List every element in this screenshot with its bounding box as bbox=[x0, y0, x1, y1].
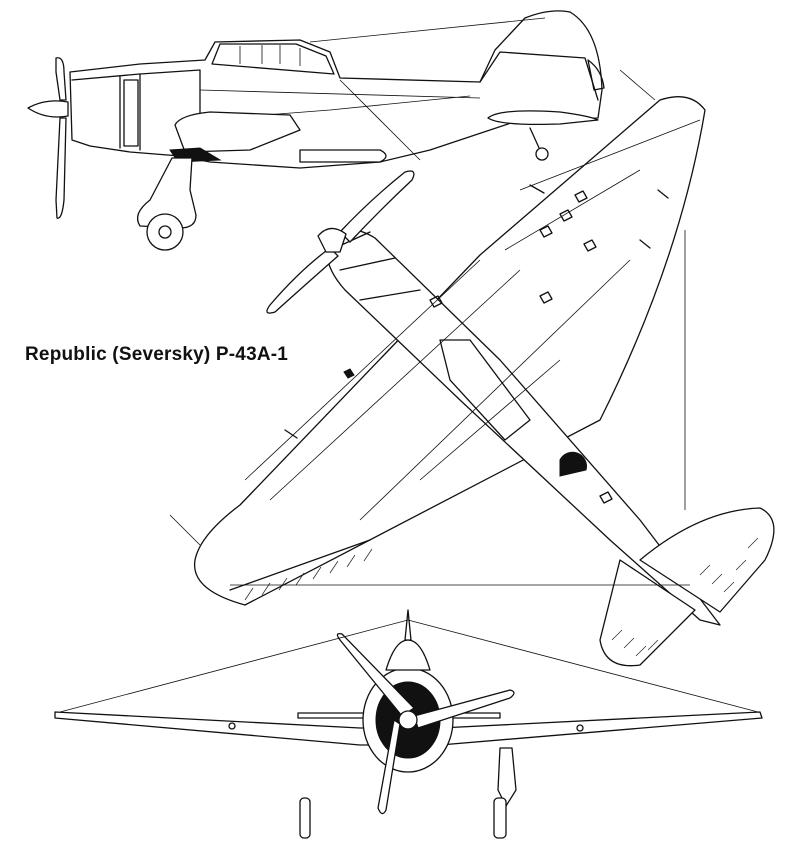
side-fuselage bbox=[69, 10, 603, 169]
side-main-wheel bbox=[146, 213, 184, 251]
side-tail-wheel bbox=[535, 147, 549, 161]
side-prop-blade-lower bbox=[55, 117, 67, 219]
front-left-wheel bbox=[299, 797, 311, 839]
plan-elevator-hatching bbox=[611, 537, 759, 657]
aircraft-title: Republic (Seversky) P-43A-1 bbox=[25, 344, 289, 365]
plan-insignia bbox=[559, 451, 587, 477]
front-spinner bbox=[398, 710, 418, 730]
front-wing-marker-right bbox=[576, 724, 584, 732]
side-antenna-lower bbox=[339, 79, 421, 161]
plan-inspection-panels bbox=[429, 190, 613, 504]
plan-prop-blade-right bbox=[339, 170, 415, 243]
plan-tailplane-right bbox=[639, 507, 775, 613]
plan-aileron-hatching bbox=[244, 548, 373, 601]
side-drop-tank bbox=[299, 149, 387, 163]
plan-tailplane-left bbox=[599, 559, 696, 667]
plan-wing-panel-lines-2 bbox=[504, 119, 701, 251]
plan-prop-blade-left bbox=[266, 247, 339, 314]
front-right-wheel bbox=[493, 797, 507, 839]
side-tail-strut bbox=[529, 127, 541, 151]
plan-canopy bbox=[439, 339, 531, 441]
plan-spinner bbox=[317, 227, 347, 253]
front-canopy bbox=[385, 639, 431, 671]
side-main-hub bbox=[158, 225, 172, 239]
front-prop-blade-1 bbox=[336, 632, 415, 717]
front-fin bbox=[404, 609, 412, 641]
side-horizontal-stab bbox=[487, 110, 599, 126]
plan-guide-lines bbox=[169, 69, 690, 586]
side-rudder-tab bbox=[587, 59, 605, 91]
plan-view bbox=[169, 69, 775, 667]
plan-exhaust bbox=[343, 368, 355, 379]
front-antenna-wires bbox=[59, 619, 759, 713]
side-canopy-frames bbox=[239, 45, 301, 66]
front-wing-marker-left bbox=[228, 722, 236, 730]
plan-pitot-guns bbox=[284, 184, 669, 439]
side-prop-blade-upper bbox=[55, 57, 67, 101]
plan-aileron-hinge bbox=[229, 539, 371, 591]
front-right-gear bbox=[497, 747, 517, 807]
front-prop-blade-2 bbox=[413, 689, 515, 729]
side-exhaust bbox=[123, 79, 139, 147]
side-antenna-wire bbox=[309, 17, 546, 43]
side-wing-root bbox=[174, 111, 301, 153]
side-canopy bbox=[211, 43, 335, 75]
front-view bbox=[54, 609, 763, 839]
side-spinner bbox=[27, 100, 69, 118]
front-prop-blade-3 bbox=[377, 719, 401, 815]
side-view bbox=[27, 10, 605, 251]
plan-wing-panel-lines bbox=[244, 259, 631, 521]
